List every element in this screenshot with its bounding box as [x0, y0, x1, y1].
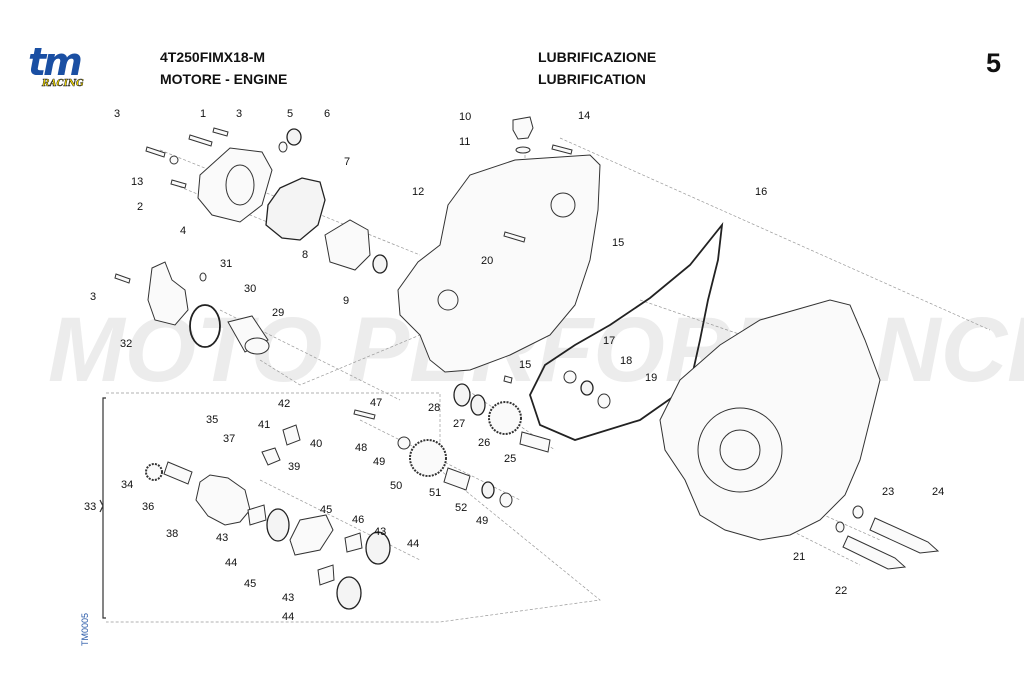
part-impeller-8: [324, 219, 371, 271]
part-screws: [145, 127, 229, 189]
callout-21: 21: [793, 551, 805, 563]
part-oil-filter-29: [227, 315, 270, 355]
callout-52: 52: [455, 502, 467, 514]
callout-47: 47: [370, 397, 382, 409]
part-crankcase: [659, 299, 940, 570]
callout-3c: 3: [90, 291, 96, 303]
callout-38: 38: [166, 528, 178, 540]
callout-20: 20: [481, 255, 493, 267]
callout-15b: 15: [519, 359, 531, 371]
callout-31: 31: [220, 258, 232, 270]
callout-44b: 44: [407, 538, 419, 550]
title-italian: LUBRIFICAZIONE: [538, 49, 657, 65]
callout-7: 7: [344, 156, 350, 168]
callout-3a: 3: [114, 108, 120, 120]
callout-29: 29: [272, 307, 284, 319]
callout-14: 14: [578, 110, 590, 122]
part-gasket-16: [529, 221, 724, 441]
part-gasket-7: [265, 177, 326, 241]
callout-43b: 43: [374, 526, 386, 538]
callout-26: 26: [478, 437, 490, 449]
callout-33: 33: [84, 501, 96, 513]
callout-27: 27: [453, 418, 465, 430]
callout-6: 6: [324, 108, 330, 120]
callout-13: 13: [131, 176, 143, 188]
callout-32: 32: [120, 338, 132, 350]
part-oil-pump-33: [99, 397, 391, 619]
part-orings-5-6: [278, 128, 302, 153]
part-gears: [353, 383, 551, 508]
callout-17: 17: [603, 335, 615, 347]
part-seal-9: [372, 254, 388, 274]
callout-8: 8: [302, 249, 308, 261]
callout-9: 9: [343, 295, 349, 307]
callout-2: 2: [137, 201, 143, 213]
part-clutch-cover-12: [397, 116, 601, 373]
callout-48: 48: [355, 442, 367, 454]
callout-28: 28: [428, 402, 440, 414]
callout-46: 46: [352, 514, 364, 526]
callout-43c: 43: [282, 592, 294, 604]
callout-50: 50: [390, 480, 402, 492]
callout-16: 16: [755, 186, 767, 198]
callout-18: 18: [620, 355, 632, 367]
callout-22: 22: [835, 585, 847, 597]
callout-42: 42: [278, 398, 290, 410]
title-english: LUBRIFICATION: [538, 71, 646, 87]
callout-23: 23: [882, 486, 894, 498]
callout-41: 41: [258, 419, 270, 431]
logo-brand: tm: [28, 40, 83, 84]
callout-49a: 49: [373, 456, 385, 468]
part-oring-30: [189, 304, 221, 348]
callout-37: 37: [223, 433, 235, 445]
callout-19: 19: [645, 372, 657, 384]
callout-34: 34: [121, 479, 133, 491]
callout-4: 4: [180, 225, 186, 237]
callout-39: 39: [288, 461, 300, 473]
callout-36: 36: [142, 501, 154, 513]
part-washers-17-19: [503, 370, 611, 409]
callout-24: 24: [932, 486, 944, 498]
callout-1: 1: [200, 108, 206, 120]
part-pump-cover: [197, 147, 273, 223]
callout-45b: 45: [244, 578, 256, 590]
callout-15a: 15: [612, 237, 624, 249]
callout-43a: 43: [216, 532, 228, 544]
callout-51: 51: [429, 487, 441, 499]
callout-10: 10: [459, 111, 471, 123]
callout-labels: 1 2 3 3 3 4 5 6 7 8 9 10 11 12 13 14 15 …: [84, 108, 944, 623]
callout-44c: 44: [282, 611, 294, 623]
tm-racing-logo: tm RACING: [24, 40, 106, 92]
page-number: 5: [985, 48, 1001, 78]
model-code: 4T250FIMX18-M: [160, 49, 266, 65]
callout-5: 5: [287, 108, 293, 120]
callout-44a: 44: [225, 557, 237, 569]
callout-35: 35: [206, 414, 218, 426]
callout-11: 11: [459, 136, 470, 148]
callout-3b: 3: [236, 108, 242, 120]
logo-tagline: RACING: [42, 79, 84, 90]
group-title: MOTORE - ENGINE: [160, 71, 288, 87]
callout-40: 40: [310, 438, 322, 450]
callout-25: 25: [504, 453, 516, 465]
callout-49b: 49: [476, 515, 488, 527]
callout-12: 12: [412, 186, 424, 198]
callout-45a: 45: [320, 504, 332, 516]
callout-30: 30: [244, 283, 256, 295]
part-filter-cover-32: [114, 261, 207, 326]
